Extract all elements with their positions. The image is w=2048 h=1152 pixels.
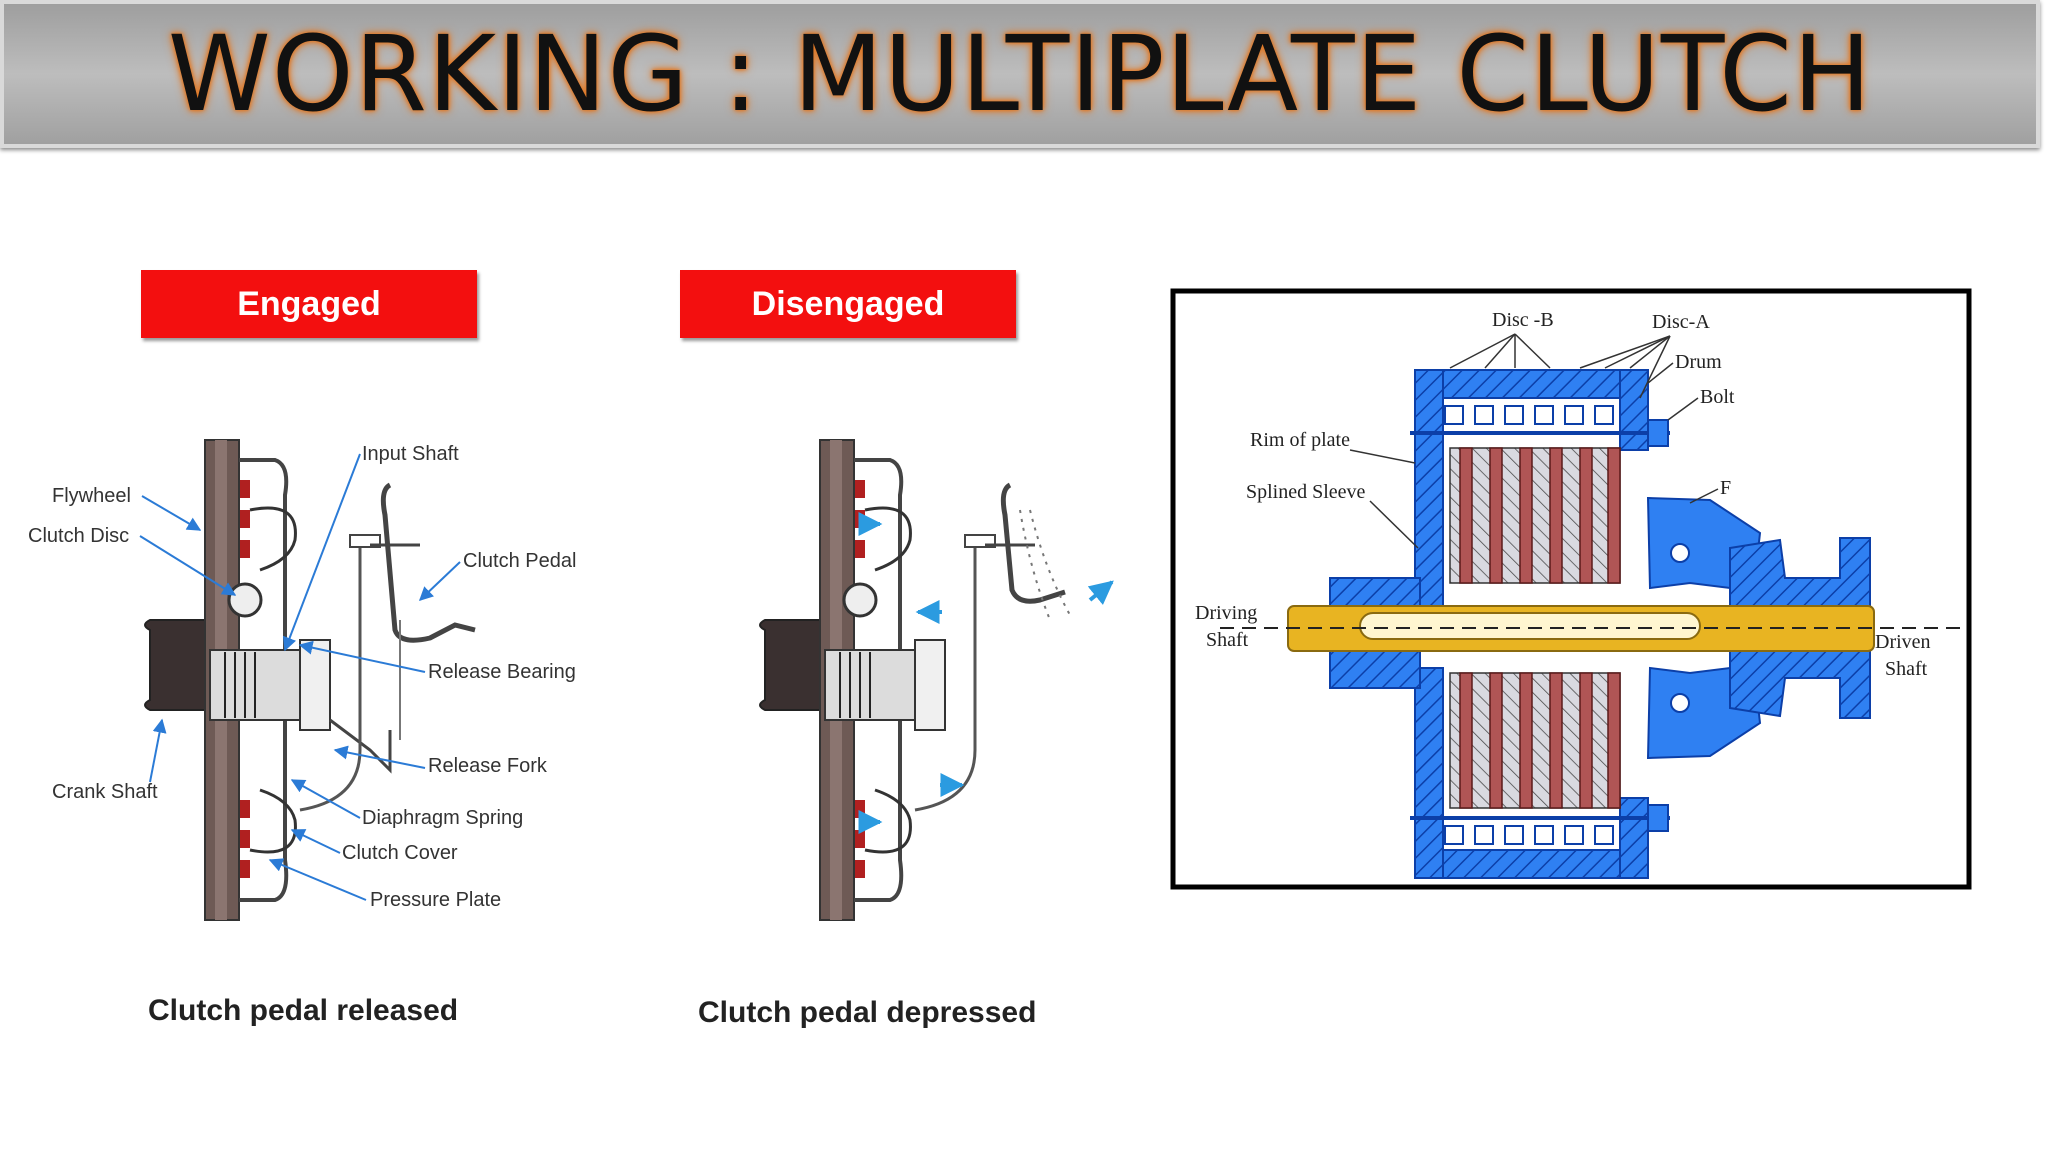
disengaged-clutch-diagram [759,439,1114,921]
label-disc-b: Disc -B [1492,309,1554,331]
label-diaphragm-spring: Diaphragm Spring [362,807,523,829]
label-disc-a: Disc-A [1652,311,1710,333]
label-release-bearing: Release Bearing [428,661,576,683]
label-f: F [1720,477,1731,499]
label-bolt: Bolt [1700,386,1735,408]
label-driving-shaft: Shaft [1206,629,1249,651]
label-clutch-cover: Clutch Cover [342,842,458,864]
label-driven: Driven [1875,631,1931,653]
engaged-badge: Engaged [141,270,477,338]
label-crank-shaft: Crank Shaft [52,781,158,803]
disengaged-badge: Disengaged [680,270,1016,338]
label-flywheel: Flywheel [52,485,131,507]
page-title: WORKING : MULTIPLATE CLUTCH [167,13,1873,135]
engaged-caption: Clutch pedal released [148,994,459,1027]
multiplate-section-diagram: Disc -B Disc-A Drum Bolt Rim of plate Sp… [1170,288,1972,890]
label-input-shaft: Input Shaft [362,443,459,465]
clutch-pedal [380,482,476,643]
label-driven-shaft: Shaft [1885,658,1928,680]
label-rim-of-plate: Rim of plate [1250,429,1350,451]
label-clutch-pedal: Clutch Pedal [463,550,576,572]
label-splined-sleeve: Splined Sleeve [1246,481,1366,503]
disengaged-caption: Clutch pedal depressed [698,996,1037,1029]
label-drum: Drum [1675,351,1722,373]
crank-shaft [144,619,211,711]
label-release-fork: Release Fork [428,755,548,777]
label-clutch-disc: Clutch Disc [28,525,129,547]
title-bar [0,0,2040,148]
engaged-clutch-diagram: Flywheel Clutch Disc Crank Shaft Input S… [28,439,576,921]
label-driving: Driving [1195,602,1257,624]
label-pressure-plate: Pressure Plate [370,889,501,911]
